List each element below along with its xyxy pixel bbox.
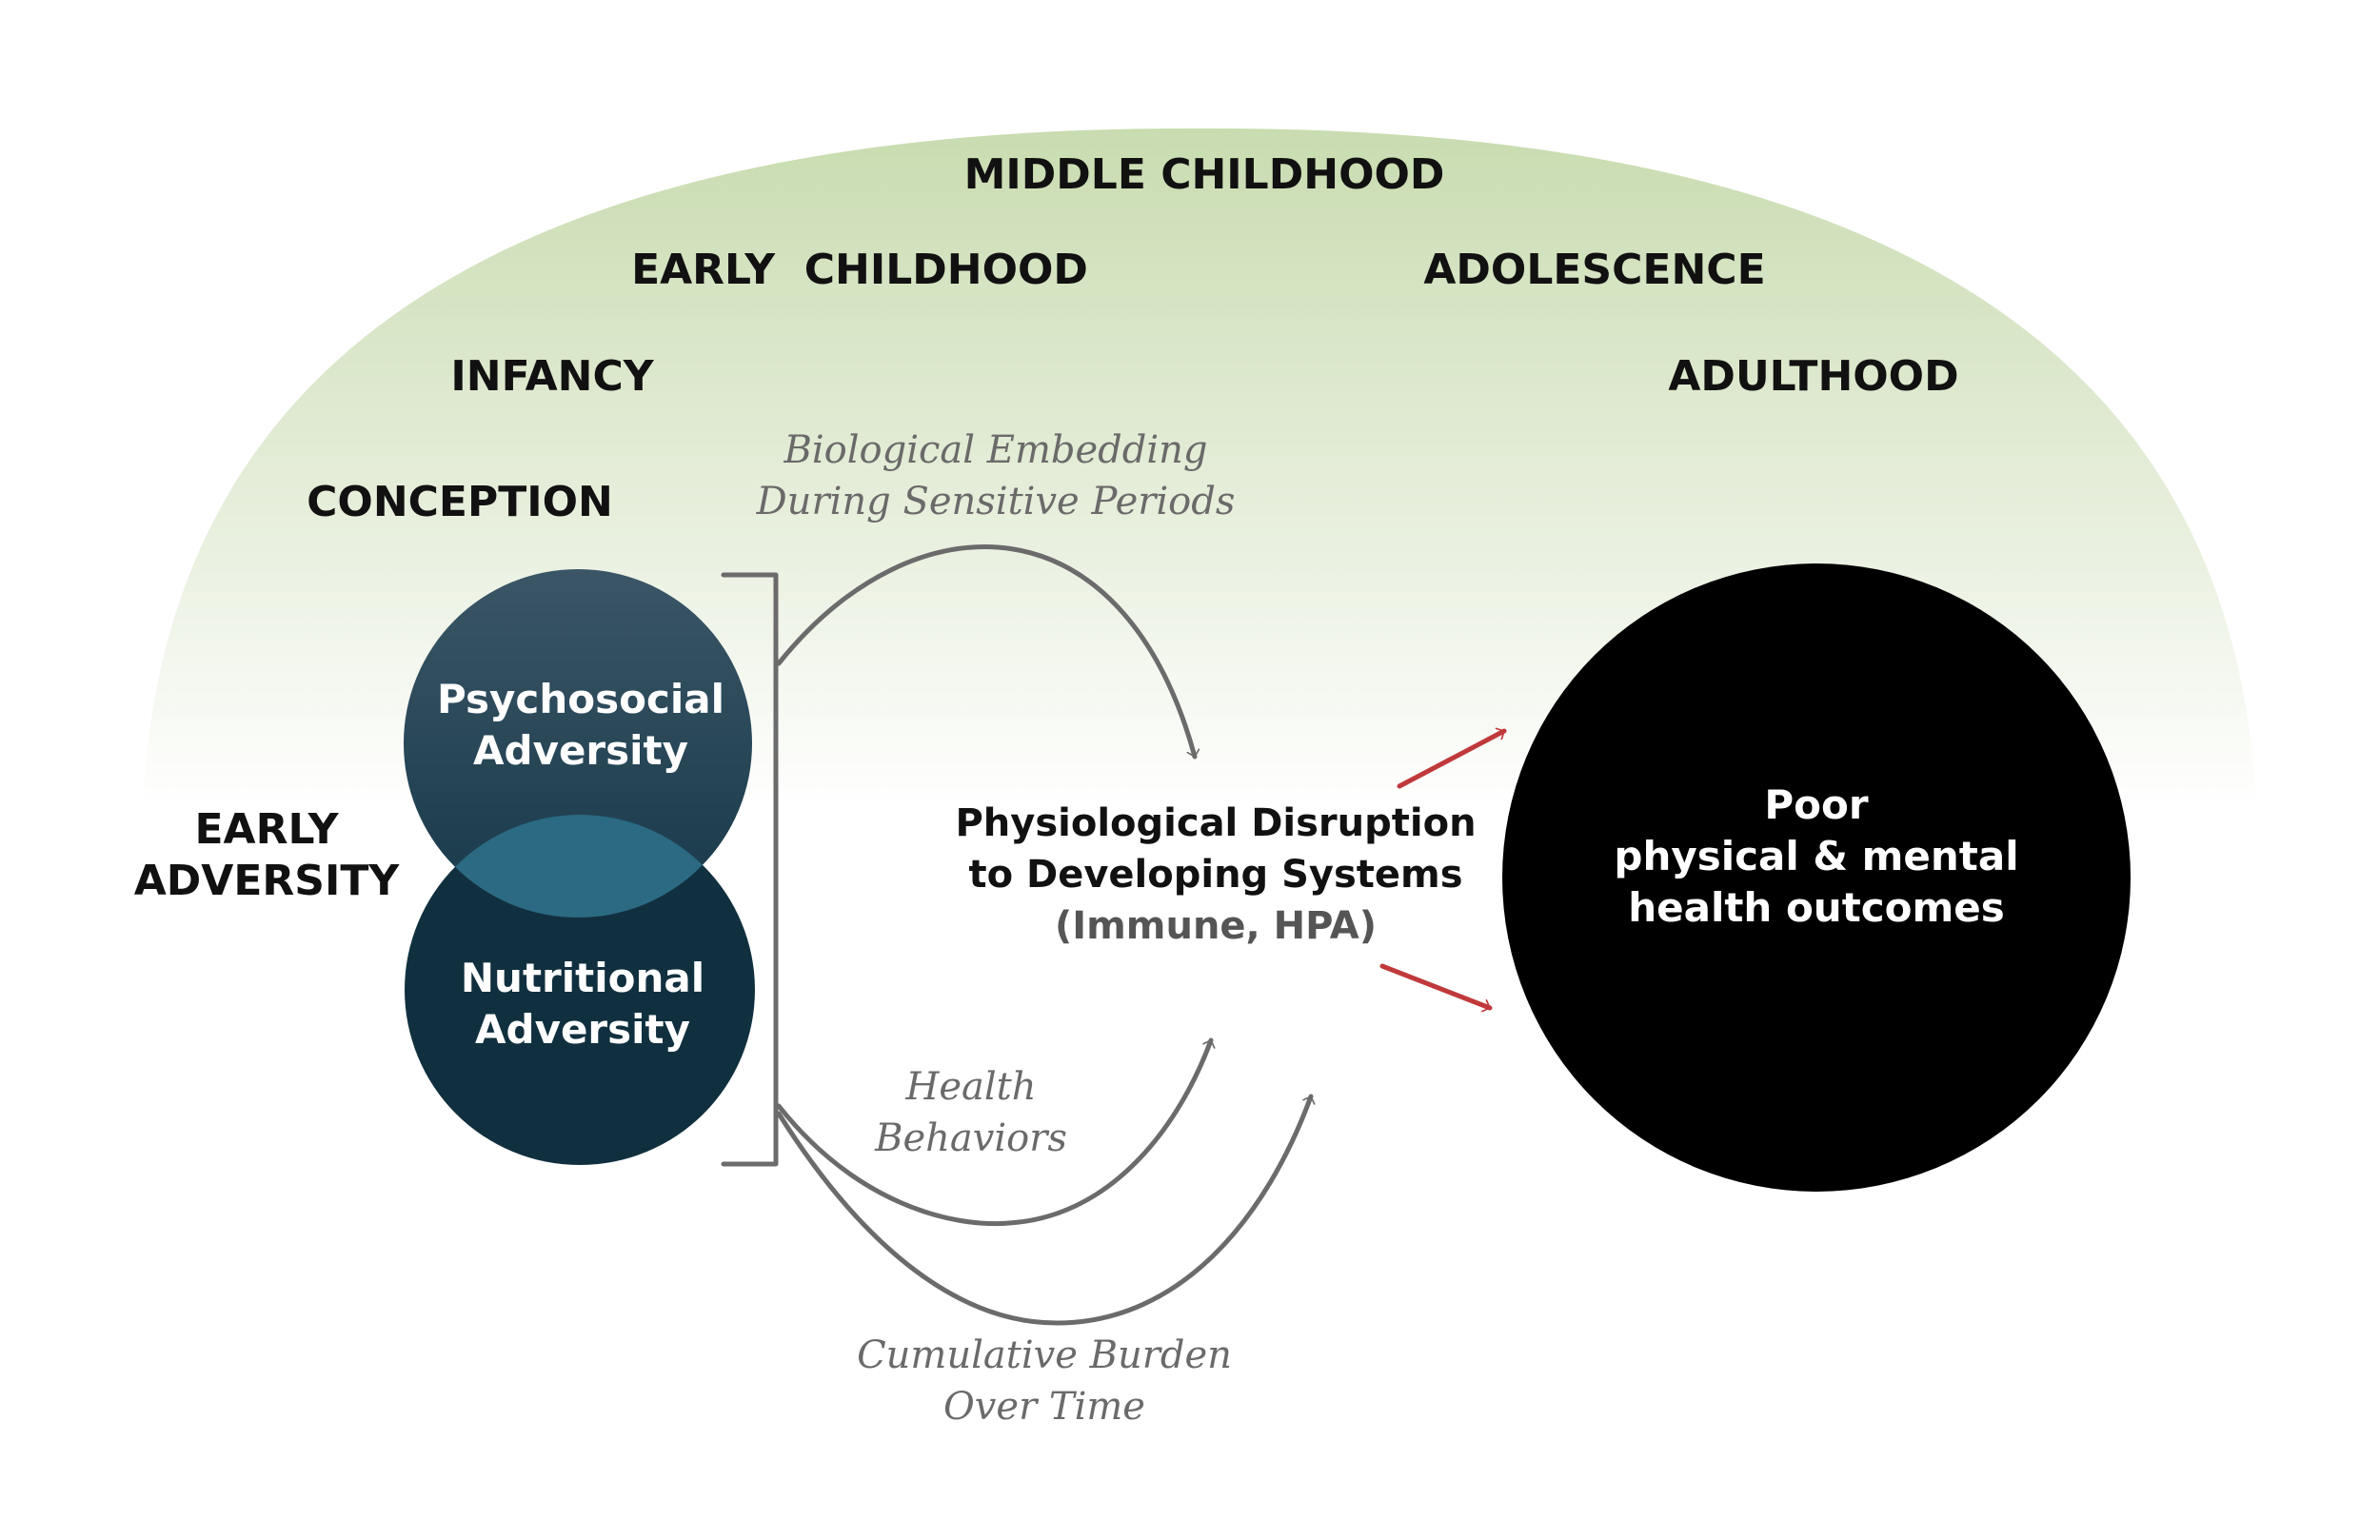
cumulative-burden-label: Cumulative Burden [857,1333,1232,1377]
outcome-label: Poor [1764,781,1868,828]
health-behaviors-arrow [776,1037,1211,1227]
biological-embedding-label: Biological Embedding [783,428,1207,472]
health-outcomes-circle [1502,563,2131,1192]
outcome-label-line3: health outcomes [1628,884,2005,931]
physiological-systems-label: (Immune, HPA) [1055,904,1377,948]
stage-middle-childhood: MIDDLE CHILDHOOD [964,150,1445,199]
health-behaviors-label-line2: Behaviors [874,1116,1067,1160]
cumulative-burden-label-line2: Over Time [943,1385,1145,1429]
biological-embedding-arrow [776,544,1195,760]
psychosocial-adversity-circle [404,569,752,918]
stage-adolescence: ADOLESCENCE [1423,246,1765,294]
stage-adulthood: ADULTHOOD [1668,352,1958,401]
stage-infancy: INFANCY [450,352,654,401]
stage-early-childhood: EARLY CHILDHOOD [631,246,1088,294]
health-behaviors-label: Health [904,1065,1036,1109]
physiological-disruption-label-line2: to Developing Systems [968,853,1462,897]
outcome-label-line2: physical & mental [1614,833,2018,879]
psychosocial-label: Psychosocial [437,676,724,722]
physiological-disruption-label: Physiological Disruption [955,801,1476,845]
nutritional-label: Nutritional [461,955,704,1001]
red-arrow-upper [1397,731,1507,789]
stage-conception: CONCEPTION [307,478,613,526]
cumulative-burden-arrow [776,1094,1311,1326]
red-arrow-lower [1379,963,1493,1008]
biological-embedding-label-line2: During Sensitive Periods [756,480,1236,523]
nutritional-adversity-circle [405,815,755,1165]
psychosocial-label-line2: Adversity [473,727,688,774]
nutritional-label-line2: Adversity [475,1006,690,1053]
adversity-bracket [721,572,779,1167]
early-adversity-label: EARLY [194,805,339,854]
early-adversity-label-line2: ADVERSITY [134,857,401,905]
